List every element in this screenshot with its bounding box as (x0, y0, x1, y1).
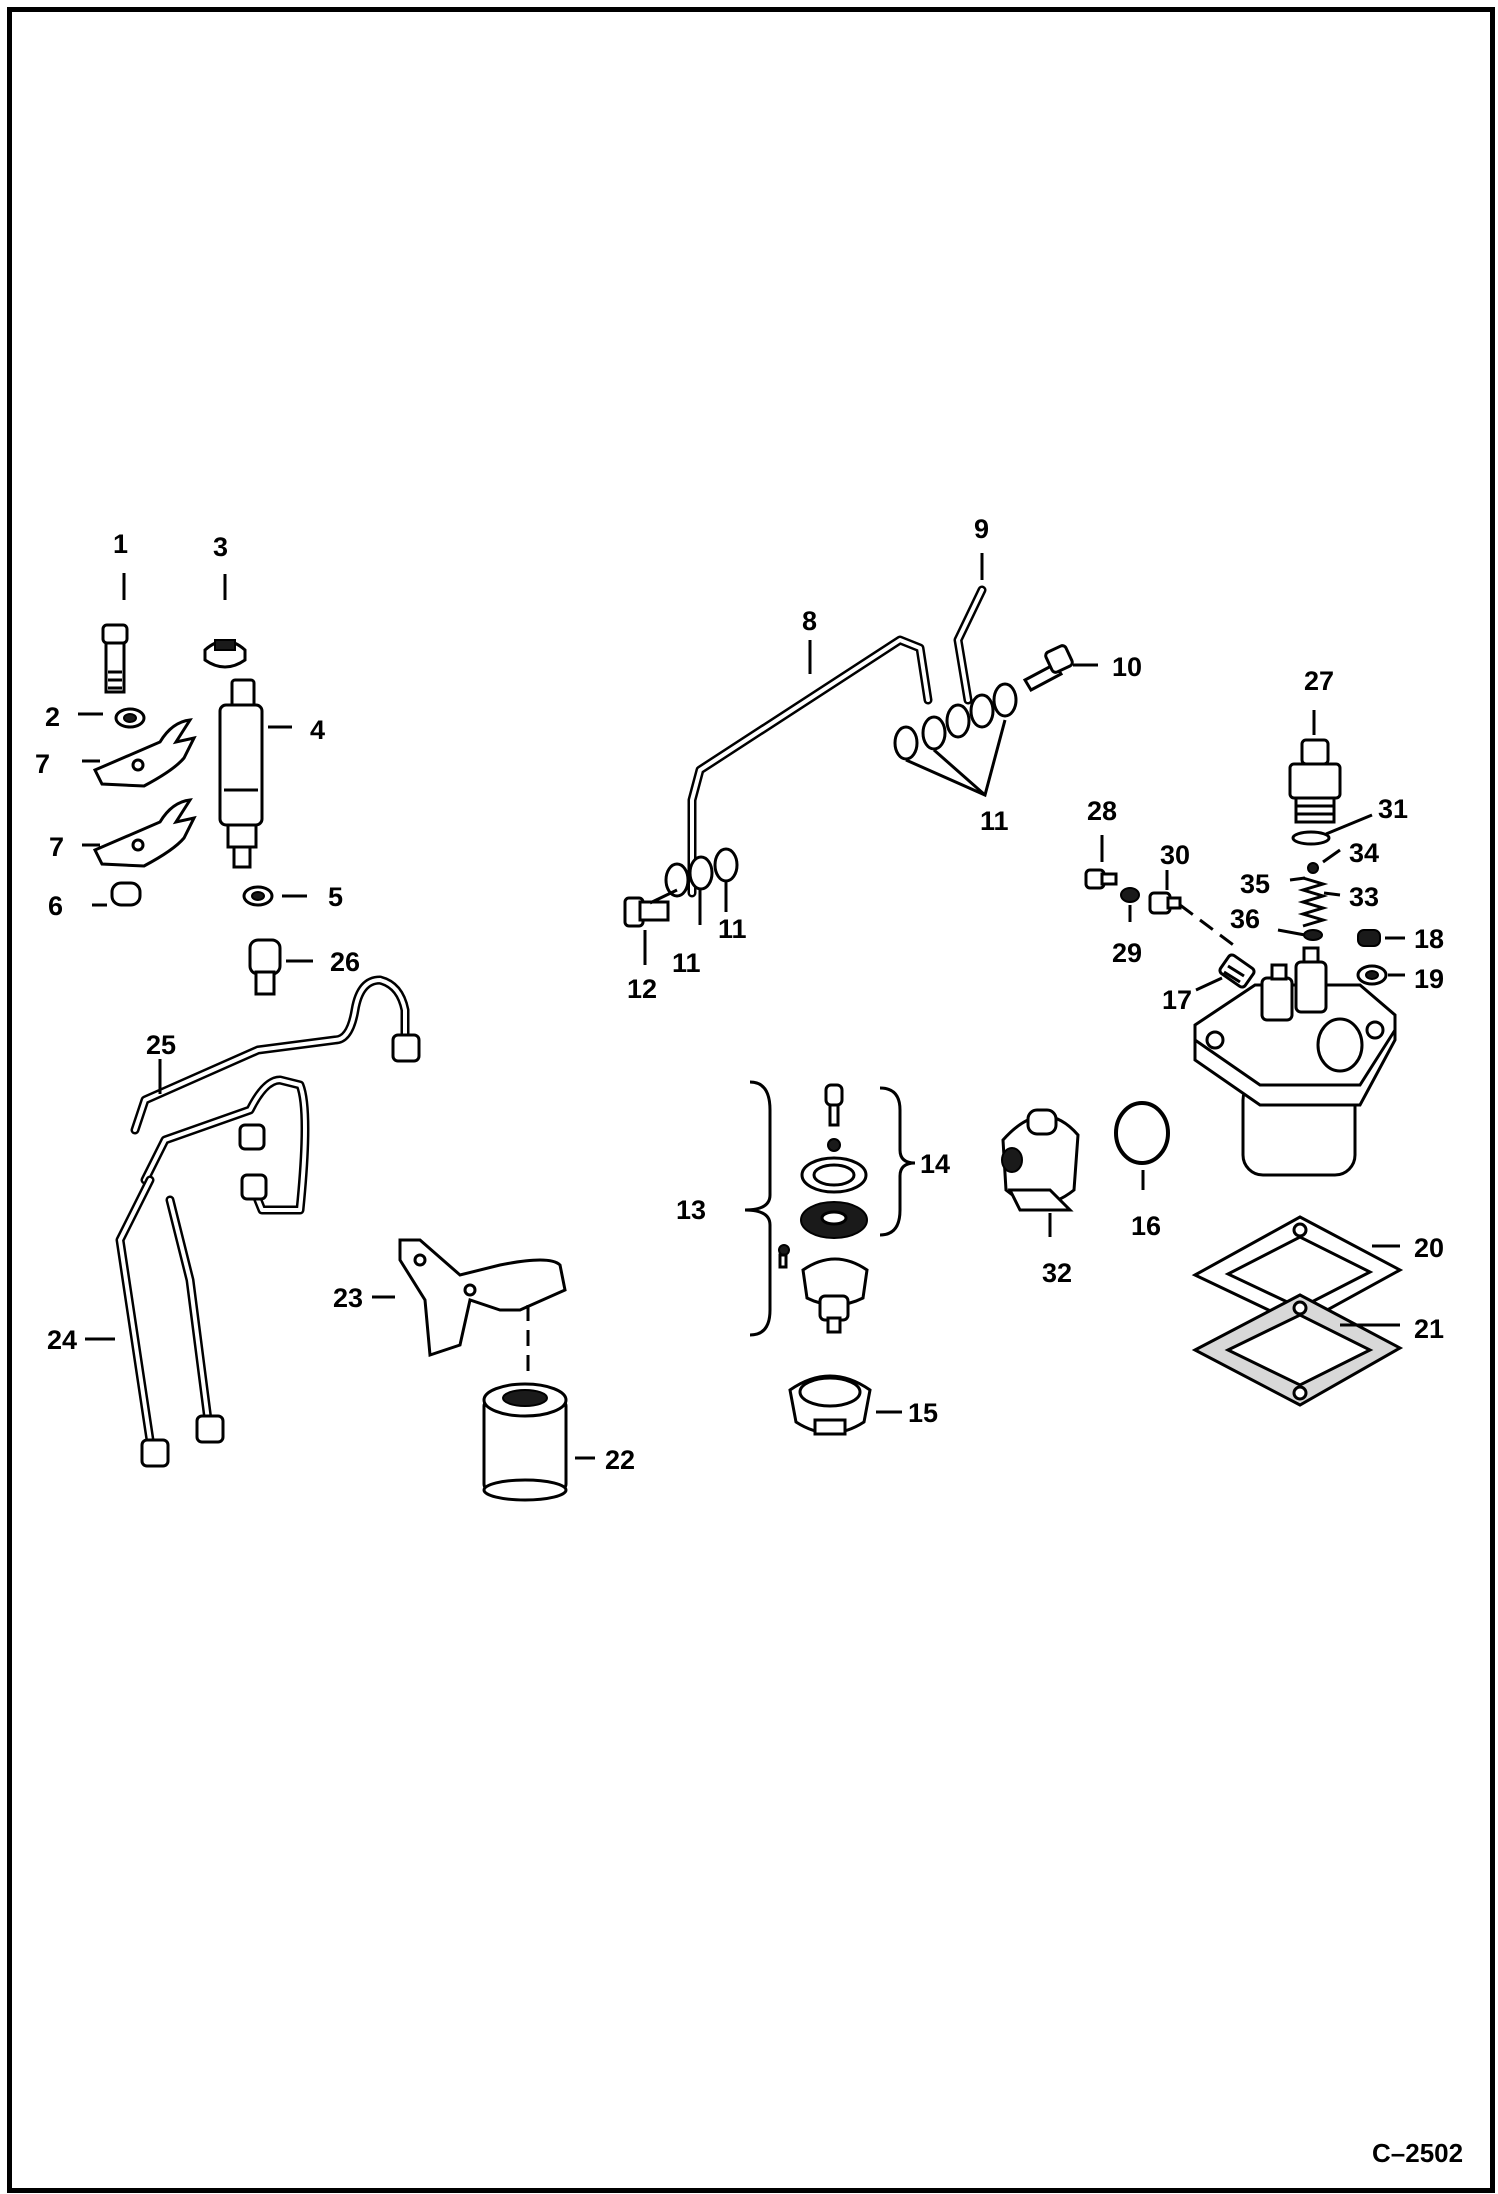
callout-33: 33 (1349, 882, 1379, 912)
part-12-banjo-bolt (623, 896, 670, 928)
part-36-washer (1303, 929, 1323, 941)
callout-28: 28 (1087, 796, 1117, 826)
part-17-fitting (1218, 953, 1256, 989)
callout-34: 34 (1349, 838, 1379, 868)
part-20-gasket (1191, 1215, 1404, 1327)
callout-26: 26 (330, 947, 360, 977)
part-22-fuel-filter (482, 1382, 568, 1502)
callout-11c: 11 (718, 914, 747, 944)
callout-30: 30 (1160, 840, 1190, 870)
part-31-o-ring (1291, 830, 1331, 846)
callout-21: 21 (1414, 1314, 1444, 1344)
figure-id: C–2502 (1372, 2138, 1463, 2168)
callout-11b: 11 (672, 948, 701, 978)
callout-20: 20 (1414, 1233, 1444, 1263)
part-24-pipe-assembly (115, 1175, 225, 1468)
part-33-spring (1297, 876, 1329, 928)
part-29-washer (1120, 887, 1140, 903)
part-11-washers-upper (893, 682, 1018, 761)
part-7-clamp-lower (92, 798, 197, 868)
callout-12: 12 (627, 974, 657, 1004)
part-35-valve (1307, 862, 1319, 874)
callout-9: 9 (974, 514, 989, 544)
part-2-washer (114, 707, 146, 729)
callout-16: 16 (1131, 1211, 1161, 1241)
callout-14: 14 (920, 1149, 950, 1179)
callout-29: 29 (1112, 938, 1142, 968)
part-27-delivery-valve-holder (1288, 738, 1342, 824)
callout-10: 10 (1112, 652, 1142, 682)
part-1-bolt (101, 623, 129, 694)
callout-7a: 7 (35, 749, 50, 779)
part-19-washer (1356, 964, 1388, 986)
part-23-bracket (398, 1238, 567, 1358)
callout-19: 19 (1414, 964, 1444, 994)
callout-1: 1 (113, 529, 128, 559)
leader-lines (78, 553, 1405, 1460)
callout-18: 18 (1414, 924, 1444, 954)
part-16-o-ring (1114, 1101, 1170, 1165)
callout-17: 17 (1162, 985, 1192, 1015)
diagram-frame (7, 7, 1495, 2193)
callout-23: 23 (333, 1283, 363, 1313)
callout-36: 36 (1230, 904, 1260, 934)
part-3-cap (203, 639, 247, 669)
part-6-cap (110, 881, 142, 907)
callout-31: 31 (1378, 794, 1408, 824)
part-28-screw (1084, 868, 1118, 890)
part-25-pipe-assembly (130, 975, 421, 1215)
callout-8: 8 (802, 606, 817, 636)
callout-15: 15 (908, 1398, 938, 1428)
part-4-injector (218, 678, 264, 869)
callout-2: 2 (45, 702, 60, 732)
part-32-feed-pump (1001, 1108, 1080, 1212)
callout-6: 6 (48, 891, 63, 921)
callout-35: 35 (1240, 869, 1270, 899)
screw-axis-line (1179, 903, 1241, 952)
callout-13: 13 (676, 1195, 706, 1225)
part-11-washers-lower (664, 847, 739, 898)
part-5-washer (242, 885, 274, 907)
part-18-nut (1357, 929, 1381, 947)
callout-4: 4 (310, 715, 325, 745)
part-26-nozzle (248, 938, 282, 996)
injection-pump-body (1193, 946, 1397, 1177)
part-30-screw (1148, 891, 1182, 915)
callout-32: 32 (1042, 1258, 1072, 1288)
part-10-banjo-bolt (1022, 644, 1074, 692)
part-7-clamp-upper (92, 718, 197, 788)
callout-7b: 7 (49, 832, 64, 862)
callout-25: 25 (146, 1030, 176, 1060)
callout-labels: 1 2 3 4 5 6 7 7 8 9 10 11 11 11 12 13 14… (35, 514, 1444, 1475)
callout-5: 5 (328, 882, 343, 912)
callout-22: 22 (605, 1445, 635, 1475)
part-8-overflow-pipe (687, 635, 933, 898)
callout-11a: 11 (980, 806, 1009, 836)
callout-24: 24 (47, 1325, 77, 1355)
callout-3: 3 (213, 532, 228, 562)
callout-27: 27 (1304, 666, 1334, 696)
part-9-pipe (953, 585, 987, 705)
part-13-14-pump-kit (778, 1083, 869, 1334)
part-15-pump-cover (788, 1374, 872, 1436)
part-21-gasket (1191, 1293, 1404, 1407)
